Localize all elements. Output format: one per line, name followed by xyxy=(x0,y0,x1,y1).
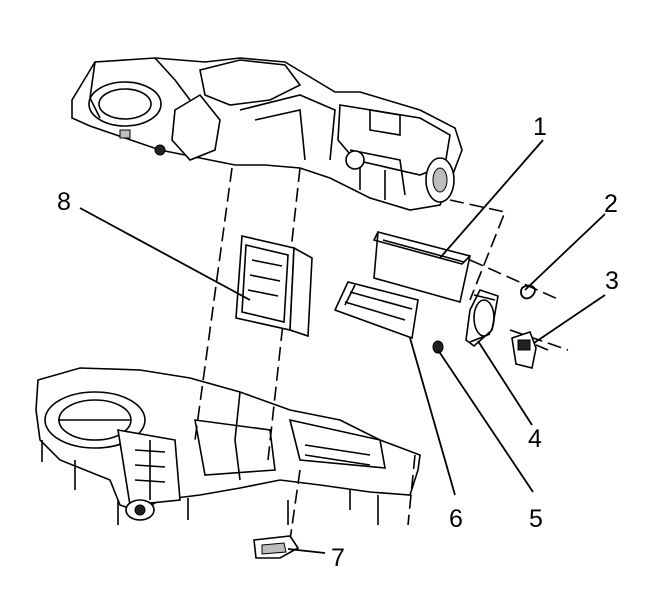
leader-lines xyxy=(79,139,606,554)
part-5-grommet xyxy=(432,340,444,354)
part-6-valve-door xyxy=(333,281,419,340)
upper-case xyxy=(71,57,463,211)
part-7-bracket xyxy=(253,535,300,559)
callout-1: 1 xyxy=(533,113,547,141)
part-4-actuator-gear xyxy=(465,289,499,348)
callout-2: 2 xyxy=(604,190,618,218)
callout-6: 6 xyxy=(449,505,463,533)
callout-4: 4 xyxy=(528,425,542,453)
callout-5: 5 xyxy=(529,505,543,533)
part-8-evaporator-core xyxy=(235,235,313,338)
callout-labels: 1 2 3 4 5 6 7 8 xyxy=(57,113,619,572)
callout-8: 8 xyxy=(57,188,71,216)
callout-7: 7 xyxy=(331,544,345,572)
lower-case xyxy=(35,367,421,525)
part-1-air-door xyxy=(372,230,471,303)
part-3-actuator xyxy=(511,330,549,369)
callout-3: 3 xyxy=(605,267,619,295)
